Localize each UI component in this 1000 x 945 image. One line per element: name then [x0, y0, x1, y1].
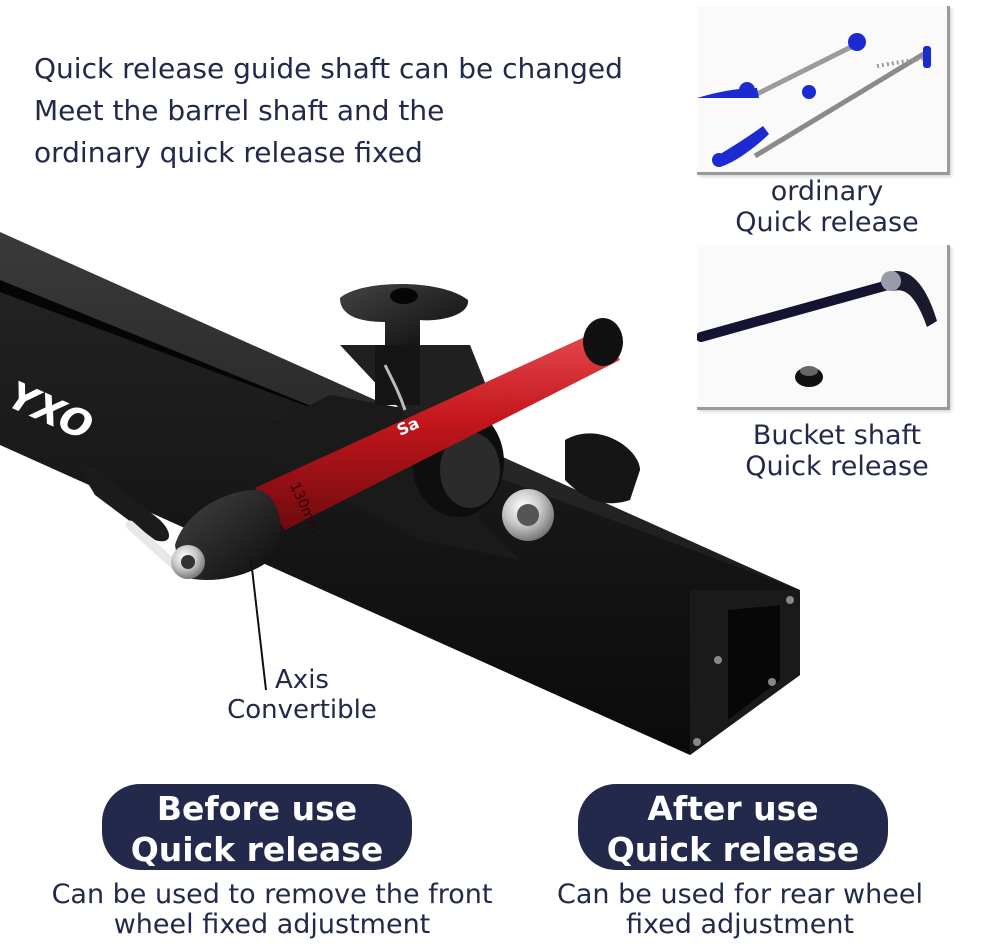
headline-line-2: Meet the barrel shaft and the — [34, 94, 445, 127]
after-badge-line-2: Quick release — [606, 830, 860, 869]
ordinary-quick-release-inset — [697, 6, 950, 175]
after-use-badge: After use Quick release — [578, 784, 888, 870]
headline: Quick release guide shaft can be changed… — [34, 48, 654, 174]
after-desc-line-1: Can be used for rear wheel — [557, 879, 923, 910]
bucket-caption-line-2: Quick release — [745, 451, 929, 482]
callout-line-1: Axis — [275, 665, 329, 695]
axis-convertible-callout: Axis Convertible — [212, 665, 392, 725]
ordinary-skewer-illustration — [697, 33, 931, 167]
before-desc-line-2: wheel fixed adjustment — [113, 909, 431, 940]
after-use-description: Can be used for rear wheel fixed adjustm… — [540, 880, 940, 940]
before-use-badge: Before use Quick release — [102, 784, 412, 870]
before-use-description: Can be used to remove the front wheel fi… — [12, 880, 532, 940]
headline-line-1: Quick release guide shaft can be changed — [34, 52, 623, 85]
bucket-caption: Bucket shaft Quick release — [707, 420, 967, 482]
before-badge-line-2: Quick release — [130, 830, 384, 869]
before-badge-line-1: Before use — [156, 789, 358, 828]
thru-axle-illustration — [696, 271, 937, 387]
ordinary-caption: ordinary Quick release — [697, 176, 957, 238]
after-desc-line-2: fixed adjustment — [625, 909, 855, 940]
bucket-caption-line-1: Bucket shaft — [752, 420, 922, 451]
headline-line-3: ordinary quick release fixed — [34, 136, 423, 169]
callout-leader-line — [250, 559, 267, 691]
after-badge-line-1: After use — [647, 789, 819, 828]
ordinary-caption-line-2: Quick release — [735, 207, 919, 238]
callout-line-2: Convertible — [227, 695, 377, 725]
before-desc-line-1: Can be used to remove the front — [51, 879, 493, 910]
t-handle-knob — [340, 284, 469, 345]
bucket-shaft-inset — [696, 245, 950, 410]
quick-release-lever — [171, 489, 281, 580]
ordinary-caption-line-1: ordinary — [770, 176, 884, 207]
